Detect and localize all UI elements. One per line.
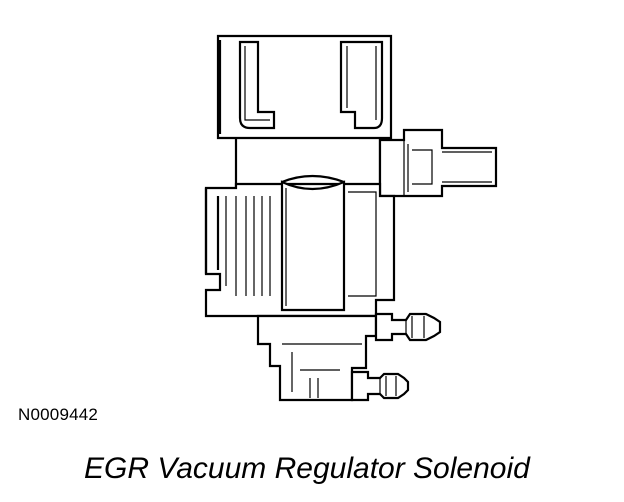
neck	[236, 138, 380, 188]
connector-housing	[218, 36, 391, 138]
upper-vacuum-port	[376, 314, 440, 340]
figure-caption: EGR Vacuum Regulator Solenoid	[84, 452, 530, 485]
lower-vacuum-port	[352, 372, 408, 400]
figure-id: N0009442	[18, 405, 99, 424]
main-body	[206, 176, 394, 316]
side-plug	[380, 130, 496, 196]
